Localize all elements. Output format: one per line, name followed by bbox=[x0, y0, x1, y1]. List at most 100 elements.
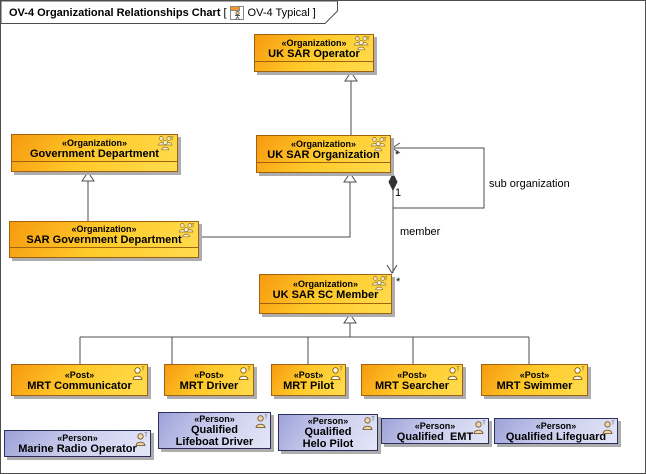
node-marine-radio-operator[interactable]: «Person» Marine Radio Operator T bbox=[4, 430, 151, 457]
edge-generalization-sargov-uksarorg[interactable] bbox=[199, 172, 357, 238]
stereotype-label: «Person» bbox=[194, 414, 235, 424]
stereotype-label: «Post» bbox=[397, 369, 427, 380]
person-icon: T bbox=[602, 421, 615, 435]
person-icon: T bbox=[473, 421, 486, 435]
svg-text:T: T bbox=[142, 367, 145, 373]
organization-group-icon: T bbox=[157, 136, 174, 151]
node-body: «Post» MRT Pilot T bbox=[272, 365, 345, 395]
node-qualified-lifeguard[interactable]: «Person» Qualified Lifeguard T bbox=[494, 418, 618, 444]
svg-text:T: T bbox=[385, 277, 388, 283]
frame-tab-shape bbox=[1, 1, 338, 24]
node-uk-sar-organization[interactable]: «Organization» UK SAR Organization T bbox=[256, 135, 391, 173]
person-icon: T bbox=[135, 433, 148, 447]
svg-text:T: T bbox=[612, 421, 615, 427]
post-person-icon: T bbox=[238, 367, 251, 381]
svg-text:T: T bbox=[367, 37, 370, 43]
svg-text:T: T bbox=[248, 367, 251, 373]
person-icon: T bbox=[255, 415, 268, 429]
stereotype-label: «Post» bbox=[519, 369, 550, 380]
node-body: «Organization» SAR Government Department… bbox=[10, 222, 198, 247]
stereotype-label: «Person» bbox=[535, 420, 577, 431]
node-uk-sar-operator[interactable]: «Organization» UK SAR Operator T bbox=[254, 34, 374, 72]
edge-suborganization-self-association[interactable] bbox=[391, 142, 485, 209]
context-label: OV-4 Typical bbox=[247, 6, 310, 19]
node-name: Marine Radio Operator bbox=[18, 443, 137, 455]
stereotype-label: «Post» bbox=[194, 369, 224, 380]
post-person-icon: T bbox=[132, 367, 145, 381]
node-government-department[interactable]: «Organization» Government Department T bbox=[11, 134, 178, 172]
empty-compartment bbox=[10, 247, 198, 257]
node-mrt-driver[interactable]: «Post» MRT Driver T bbox=[164, 364, 254, 396]
node-name: Qualified Lifeguard bbox=[505, 430, 607, 443]
svg-text:T: T bbox=[384, 138, 387, 144]
node-name: MRT Pilot bbox=[283, 379, 334, 392]
svg-text:T: T bbox=[171, 137, 174, 143]
post-person-icon: T bbox=[572, 367, 585, 381]
node-qualified-lifeboat-driver[interactable]: «Person» Qualified Lifeboat Driver T bbox=[158, 412, 271, 449]
label-mult-star-sub: * bbox=[395, 149, 400, 161]
node-uk-sar-sc-member[interactable]: «Organization» UK SAR SC Member T bbox=[259, 274, 392, 314]
node-name: UK SAR SC Member bbox=[272, 288, 379, 301]
node-mrt-communicator[interactable]: «Post» MRT Communicator T bbox=[11, 364, 148, 396]
label-mult-star-member: * bbox=[396, 276, 401, 288]
edge-member-association[interactable] bbox=[386, 172, 398, 274]
node-body: «Person» Marine Radio Operator T bbox=[5, 431, 150, 456]
edge-generalization-posts-scmember[interactable] bbox=[79, 313, 530, 364]
node-name: SAR Government Department bbox=[26, 234, 182, 246]
person-icon: T bbox=[362, 417, 375, 431]
diagram-frame-tab[interactable]: OV-4 Organizational Relationships Chart … bbox=[1, 1, 341, 24]
post-person-icon: T bbox=[330, 367, 343, 381]
context-bracket-open: [ bbox=[223, 6, 227, 19]
context-bracket-close: ] bbox=[312, 6, 316, 19]
label-sub-organization: sub organization bbox=[489, 178, 570, 190]
node-mrt-swimmer[interactable]: «Post» MRT Swimmer T bbox=[481, 364, 588, 396]
stereotype-label: «Person» bbox=[57, 433, 98, 443]
stereotype-label: «Person» bbox=[414, 420, 456, 431]
node-name: MRT Searcher bbox=[375, 379, 449, 392]
edge-generalization-uksarorg-uksaroperator[interactable] bbox=[344, 71, 358, 135]
empty-compartment bbox=[257, 162, 390, 172]
stereotype-label: «Post» bbox=[293, 369, 324, 380]
node-mrt-pilot[interactable]: «Post» MRT Pilot T bbox=[271, 364, 346, 396]
node-body: «Organization» UK SAR Organization T bbox=[257, 136, 390, 162]
node-body: «Person» Qualified Helo Pilot T bbox=[279, 415, 377, 450]
node-name: UK SAR Operator bbox=[268, 47, 360, 60]
stereotype-label: «Organization» bbox=[290, 138, 356, 149]
label-mult-1: 1 bbox=[395, 187, 402, 199]
node-body: «Organization» Government Department T bbox=[12, 135, 177, 161]
organization-group-icon: T bbox=[178, 223, 195, 238]
node-mrt-searcher[interactable]: «Post» MRT Searcher T bbox=[361, 364, 463, 396]
svg-text:T: T bbox=[457, 367, 460, 373]
node-qualified-emt[interactable]: «Person» Qualified EMT T bbox=[381, 418, 489, 444]
svg-text:T: T bbox=[483, 421, 486, 427]
stereotype-label: «Organization» bbox=[281, 37, 347, 48]
node-body: «Post» MRT Communicator T bbox=[12, 365, 147, 395]
svg-text:T: T bbox=[582, 367, 585, 373]
stereotype-label: «Organization» bbox=[292, 278, 358, 289]
node-body: «Organization» UK SAR SC Member T bbox=[260, 275, 391, 303]
node-name: Qualified Lifeboat Driver bbox=[175, 424, 254, 448]
stereotype-label: «Person» bbox=[307, 416, 349, 426]
svg-text:T: T bbox=[372, 417, 375, 423]
node-qualified-helo-pilot[interactable]: «Person» Qualified Helo Pilot T bbox=[278, 414, 378, 451]
node-body: «Organization» UK SAR Operator T bbox=[255, 35, 373, 61]
node-name: UK SAR Organization bbox=[267, 148, 380, 161]
empty-compartment bbox=[260, 303, 391, 313]
edge-generalization-sargov-govdept[interactable] bbox=[81, 171, 95, 221]
stereotype-label: «Post» bbox=[64, 369, 95, 380]
node-sar-government-department[interactable]: «Organization» SAR Government Department… bbox=[9, 221, 199, 258]
node-body: «Person» Qualified Lifeguard T bbox=[495, 419, 617, 443]
organization-group-icon: T bbox=[370, 137, 387, 152]
svg-text:T: T bbox=[192, 224, 195, 230]
node-name: Government Department bbox=[30, 147, 159, 160]
node-name: Qualified EMT bbox=[396, 430, 474, 443]
stereotype-label: «Organization» bbox=[71, 224, 137, 234]
stereotype-label: «Organization» bbox=[61, 137, 127, 148]
node-body: «Person» Qualified Lifeboat Driver T bbox=[159, 413, 270, 448]
organization-group-icon: T bbox=[353, 36, 370, 51]
empty-compartment bbox=[255, 61, 373, 71]
node-name: MRT Swimmer bbox=[496, 379, 573, 392]
svg-text:T: T bbox=[340, 367, 343, 373]
